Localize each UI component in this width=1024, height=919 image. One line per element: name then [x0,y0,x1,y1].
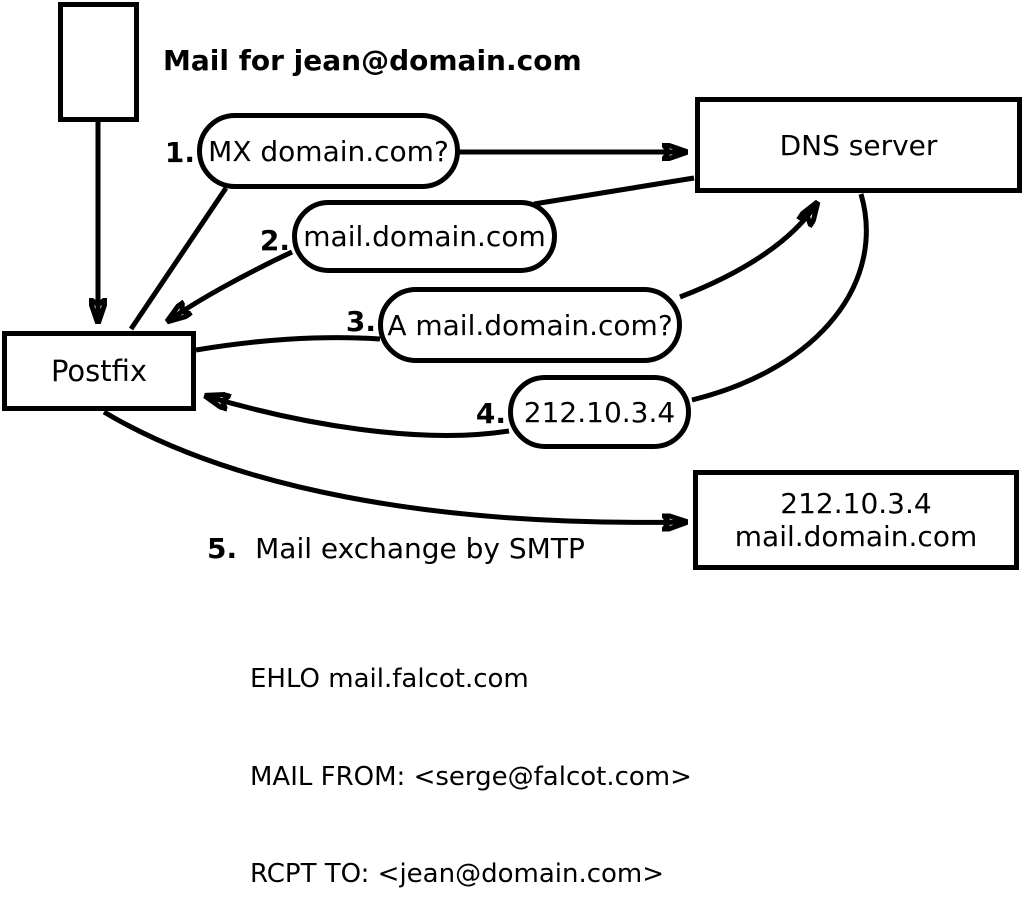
postfix-box: Postfix [2,331,196,411]
step2-number: 2. [259,224,290,257]
mail-server-box: 212.10.3.4 mail.domain.com [693,470,1019,570]
step5-caption: 5. Mail exchange by SMTP [207,532,585,565]
step4-answer-label: 212.10.3.4 [523,395,676,429]
incoming-mail-box [58,2,139,122]
step1-query-label: MX domain.com? [208,134,449,168]
arrow-step4-to-postfix [206,396,510,438]
step3-query-label: A mail.domain.com? [387,308,673,342]
line-postfix-to-step3 [195,335,381,353]
step1-query-pill: MX domain.com? [197,113,460,189]
smtp-line-mail-from: MAIL FROM: <serge@falcot.com> [250,761,692,792]
step5-number: 5. [207,532,238,565]
arrow-postfix-to-mailserver [102,409,686,522]
line-dns-to-step4 [691,193,869,403]
step4-number: 4. [475,397,506,430]
arrow-step3-to-dns [679,203,817,300]
dns-server-label: DNS server [779,128,938,162]
step2-answer-label: mail.domain.com [303,220,546,253]
mail-server-hostname: mail.domain.com [734,520,978,553]
step3-query-pill: A mail.domain.com? [378,287,682,363]
smtp-session-transcript: EHLO mail.falcot.com MAIL FROM: <serge@f… [250,598,692,919]
step2-answer-pill: mail.domain.com [292,200,557,273]
arrow-step2-to-postfix [168,249,294,321]
step4-answer-pill: 212.10.3.4 [508,375,691,449]
postfix-label: Postfix [50,354,148,388]
mail-server-ip: 212.10.3.4 [780,487,932,520]
smtp-line-ehlo: EHLO mail.falcot.com [250,664,529,694]
step3-number: 3. [345,305,376,338]
mail-note: Mail for jean@domain.com [163,44,582,77]
step1-number: 1. [164,136,195,169]
smtp-line-rcpt-to: RCPT TO: <jean@domain.com> [250,859,665,889]
dns-server-box: DNS server [695,97,1022,193]
line-dns-to-step2 [533,175,695,207]
step5-label: Mail exchange by SMTP [255,532,585,565]
line-postfix-to-step1 [128,186,229,331]
